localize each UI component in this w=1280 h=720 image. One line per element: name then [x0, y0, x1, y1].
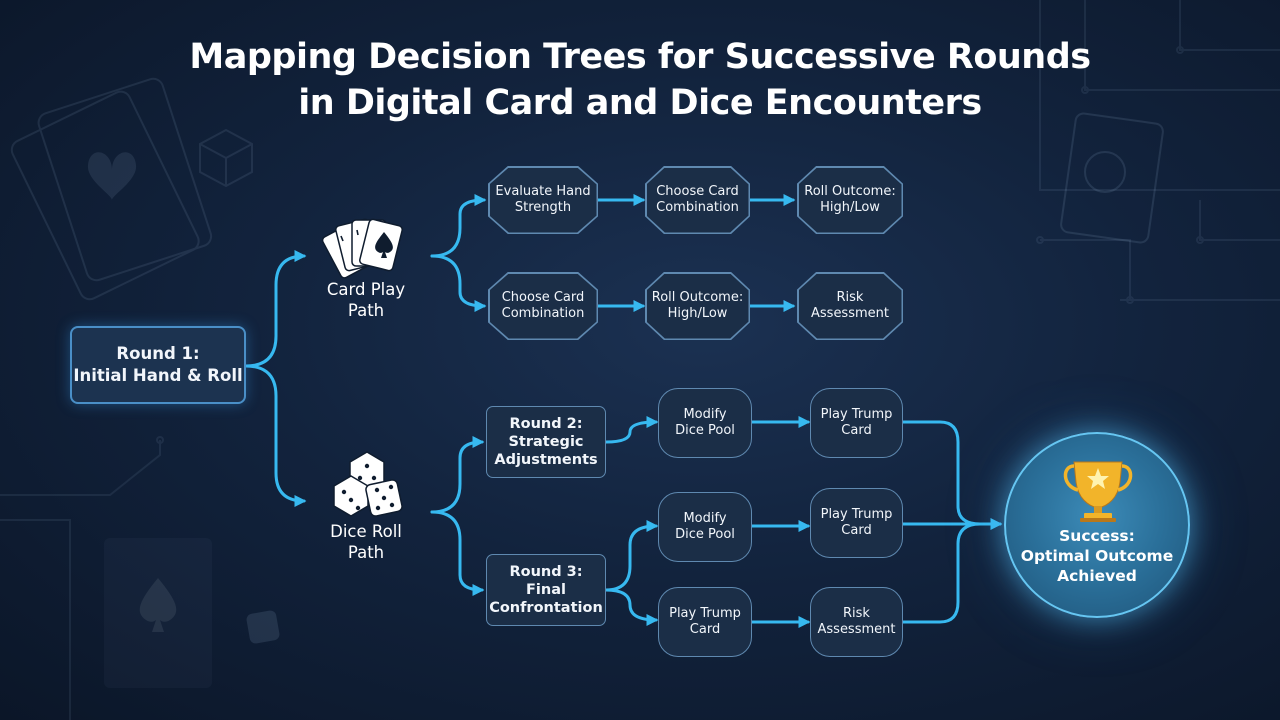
card-play-path-label: Card Play Path [306, 279, 426, 321]
card-a-step-3-line-2: High/Low [820, 200, 880, 215]
card-path-label-line-2: Path [347, 301, 385, 320]
card-a-step-2-line-2: Combination [656, 200, 739, 215]
connector-r2-modify [604, 416, 659, 444]
connector-r3-branch-a [604, 520, 659, 592]
card-b-step-2-line-1: Roll Outcome: [651, 290, 744, 305]
dice-path-label-line-2: Path [347, 543, 385, 562]
card-b-roll-outcome-node[interactable]: Roll Outcome:High/Low [645, 272, 750, 340]
dice-path-label-line-1: Dice Roll [330, 522, 402, 541]
connector-r3-branch-b [604, 588, 659, 626]
connector-merge-r2 [901, 420, 1003, 530]
round-3-play-trump-card-node-a[interactable]: Play Trump Card [810, 488, 903, 558]
card-a-roll-outcome-node[interactable]: Roll Outcome:High/Low [797, 166, 903, 234]
card-path-label-line-1: Card Play [326, 280, 406, 299]
card-b-step-3-line-1: Risk [836, 290, 864, 305]
success-line-1: Success: [1059, 527, 1135, 545]
connector-root-dice [244, 364, 307, 507]
connector-root-card [244, 250, 307, 368]
round-2-play-trump-card-node[interactable]: Play Trump Card [810, 388, 903, 458]
connector-card-branch-a [430, 194, 487, 258]
title-line-1: Mapping Decision Trees for Successive Ro… [189, 37, 1091, 77]
card-a-step-1-line-1: Evaluate Hand [495, 184, 591, 199]
round-2-line-1: Round 2: [509, 416, 583, 432]
round-1-title: Round 1: [116, 344, 200, 363]
round-2-line-3: Adjustments [494, 452, 598, 468]
r3a-step-2-line-2: Card [841, 523, 872, 538]
r3a-step-1-line-2: Dice Pool [675, 527, 735, 542]
card-a-step-2-line-1: Choose Card [656, 184, 739, 199]
round-2-line-2: Strategic [508, 434, 584, 450]
faded-small-die [246, 610, 280, 644]
connector-dice-round2 [430, 436, 485, 514]
round-3-modify-dice-pool-node[interactable]: Modify Dice Pool [658, 492, 752, 562]
card-b-step-2-line-2: High/Low [667, 306, 728, 321]
round-3-node[interactable]: Round 3: Final Confrontation [486, 554, 606, 626]
r3b-step-1-line-1: Play Trump [669, 606, 741, 621]
r3b-step-1-line-2: Card [689, 622, 721, 637]
connector-merge-r3b [901, 522, 982, 624]
faded-card-right [1060, 112, 1164, 244]
faded-spade-card [104, 538, 212, 688]
card-a-step-1-line-2: Strength [514, 200, 572, 215]
r2-step-1-line-1: Modify [683, 407, 727, 422]
r2-step-1-line-2: Dice Pool [675, 423, 735, 438]
round-3-play-trump-card-node-b[interactable]: Play Trump Card [658, 587, 752, 657]
round-1-node[interactable]: Round 1: Initial Hand & Roll [70, 326, 246, 404]
connector-card-branch-b [430, 254, 487, 312]
success-label: Success: Optimal Outcome Achieved [1004, 526, 1190, 586]
round-3-risk-assessment-node[interactable]: Risk Assessment [810, 587, 903, 657]
round-3-line-3: Confrontation [489, 600, 603, 616]
r3b-step-2-line-2: Assessment [817, 622, 896, 637]
r3b-step-2-line-1: Risk [843, 606, 870, 621]
round-3-line-2: Final [526, 582, 566, 598]
r2-step-2-line-1: Play Trump [820, 407, 893, 422]
success-node[interactable] [1004, 432, 1190, 618]
r3a-step-1-line-1: Modify [683, 511, 727, 526]
round-2-node[interactable]: Round 2: Strategic Adjustments [486, 406, 606, 478]
dice-roll-path-label: Dice Roll Path [306, 521, 426, 563]
connector-dice-round3 [430, 510, 485, 596]
r3a-step-2-line-1: Play Trump [820, 507, 893, 522]
card-b-step-3-line-2: Assessment [811, 306, 889, 321]
faded-playing-cards-icon [10, 77, 213, 301]
round-2-modify-dice-pool-node[interactable]: Modify Dice Pool [658, 388, 752, 458]
faded-heart-icon [87, 152, 137, 200]
success-line-2: Optimal Outcome [1020, 547, 1174, 565]
diagram-title: Mapping Decision Trees for Successive Ro… [140, 34, 1140, 126]
r2-step-2-line-2: Card [841, 423, 872, 438]
card-b-step-1-line-1: Choose Card [501, 290, 585, 305]
card-a-step-3-line-1: Roll Outcome: [804, 184, 896, 199]
title-line-2: in Digital Card and Dice Encounters [298, 83, 982, 123]
faded-d20-icon [199, 128, 253, 188]
card-b-step-1-line-2: Combination [501, 306, 585, 321]
round-3-line-1: Round 3: [509, 564, 583, 580]
round-1-subtitle: Initial Hand & Roll [73, 366, 243, 385]
success-line-3: Achieved [1057, 567, 1137, 585]
